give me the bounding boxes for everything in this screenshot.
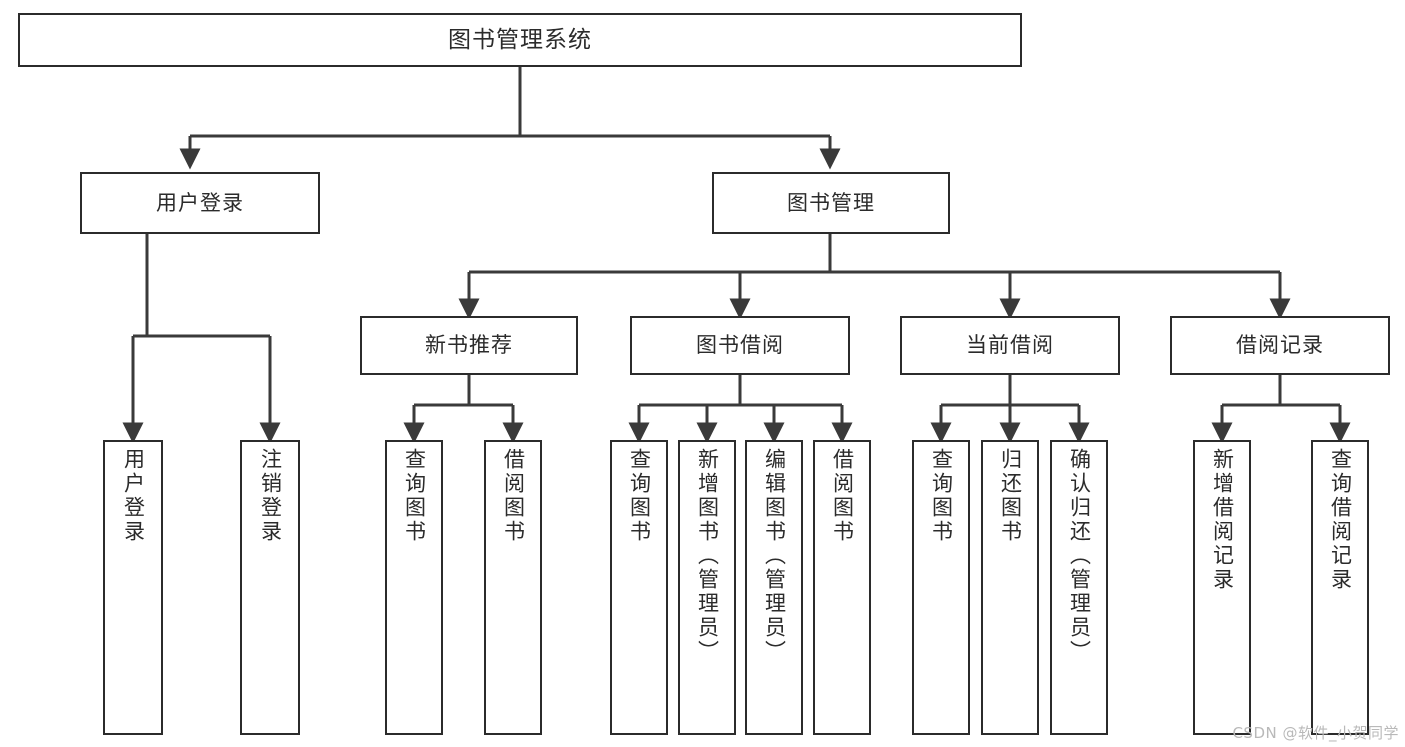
node-leaf-query-borrow-record-label: 查询借阅记录 [1328,448,1353,592]
node-leaf-borrow-book-2-label: 借阅图书 [830,448,855,544]
node-book-management[interactable]: 图书管理 [712,172,950,234]
node-leaf-query-book-1-label: 查询图书 [402,448,427,544]
node-leaf-add-borrow-record-label: 新增借阅记录 [1210,448,1235,592]
node-leaf-return-book-label: 归还图书 [998,448,1023,544]
node-leaf-borrow-book-2[interactable]: 借阅图书 [813,440,871,735]
node-current-borrow-label: 当前借阅 [966,333,1054,358]
node-leaf-query-book-3[interactable]: 查询图书 [912,440,970,735]
node-leaf-confirm-return-admin-label: 确认归还（管理员） [1067,448,1092,664]
node-leaf-borrow-book-1[interactable]: 借阅图书 [484,440,542,735]
node-leaf-query-book-2-label: 查询图书 [627,448,652,544]
node-leaf-logout-label: 注销登录 [258,448,283,544]
node-leaf-add-book-admin-label: 新增图书（管理员） [695,448,720,664]
node-root-label: 图书管理系统 [448,26,592,53]
node-leaf-return-book[interactable]: 归还图书 [981,440,1039,735]
node-leaf-edit-book-admin-label: 编辑图书（管理员） [762,448,787,664]
node-user-login-label: 用户登录 [156,190,244,215]
node-book-borrow[interactable]: 图书借阅 [630,316,850,375]
node-borrow-records-label: 借阅记录 [1236,333,1324,358]
node-new-book-recommend-label: 新书推荐 [425,333,513,358]
node-current-borrow[interactable]: 当前借阅 [900,316,1120,375]
node-book-management-label: 图书管理 [787,190,875,215]
node-leaf-user-login[interactable]: 用户登录 [103,440,163,735]
node-leaf-user-login-label: 用户登录 [121,448,146,544]
node-leaf-query-book-3-label: 查询图书 [929,448,954,544]
node-leaf-add-book-admin[interactable]: 新增图书（管理员） [678,440,736,735]
node-root[interactable]: 图书管理系统 [18,13,1022,67]
node-user-login[interactable]: 用户登录 [80,172,320,234]
node-book-borrow-label: 图书借阅 [696,333,784,358]
node-leaf-borrow-book-1-label: 借阅图书 [501,448,526,544]
node-leaf-confirm-return-admin[interactable]: 确认归还（管理员） [1050,440,1108,735]
node-borrow-records[interactable]: 借阅记录 [1170,316,1390,375]
node-leaf-query-borrow-record[interactable]: 查询借阅记录 [1311,440,1369,735]
node-leaf-edit-book-admin[interactable]: 编辑图书（管理员） [745,440,803,735]
node-leaf-query-book-1[interactable]: 查询图书 [385,440,443,735]
node-leaf-logout[interactable]: 注销登录 [240,440,300,735]
node-leaf-query-book-2[interactable]: 查询图书 [610,440,668,735]
node-leaf-add-borrow-record[interactable]: 新增借阅记录 [1193,440,1251,735]
node-new-book-recommend[interactable]: 新书推荐 [360,316,578,375]
